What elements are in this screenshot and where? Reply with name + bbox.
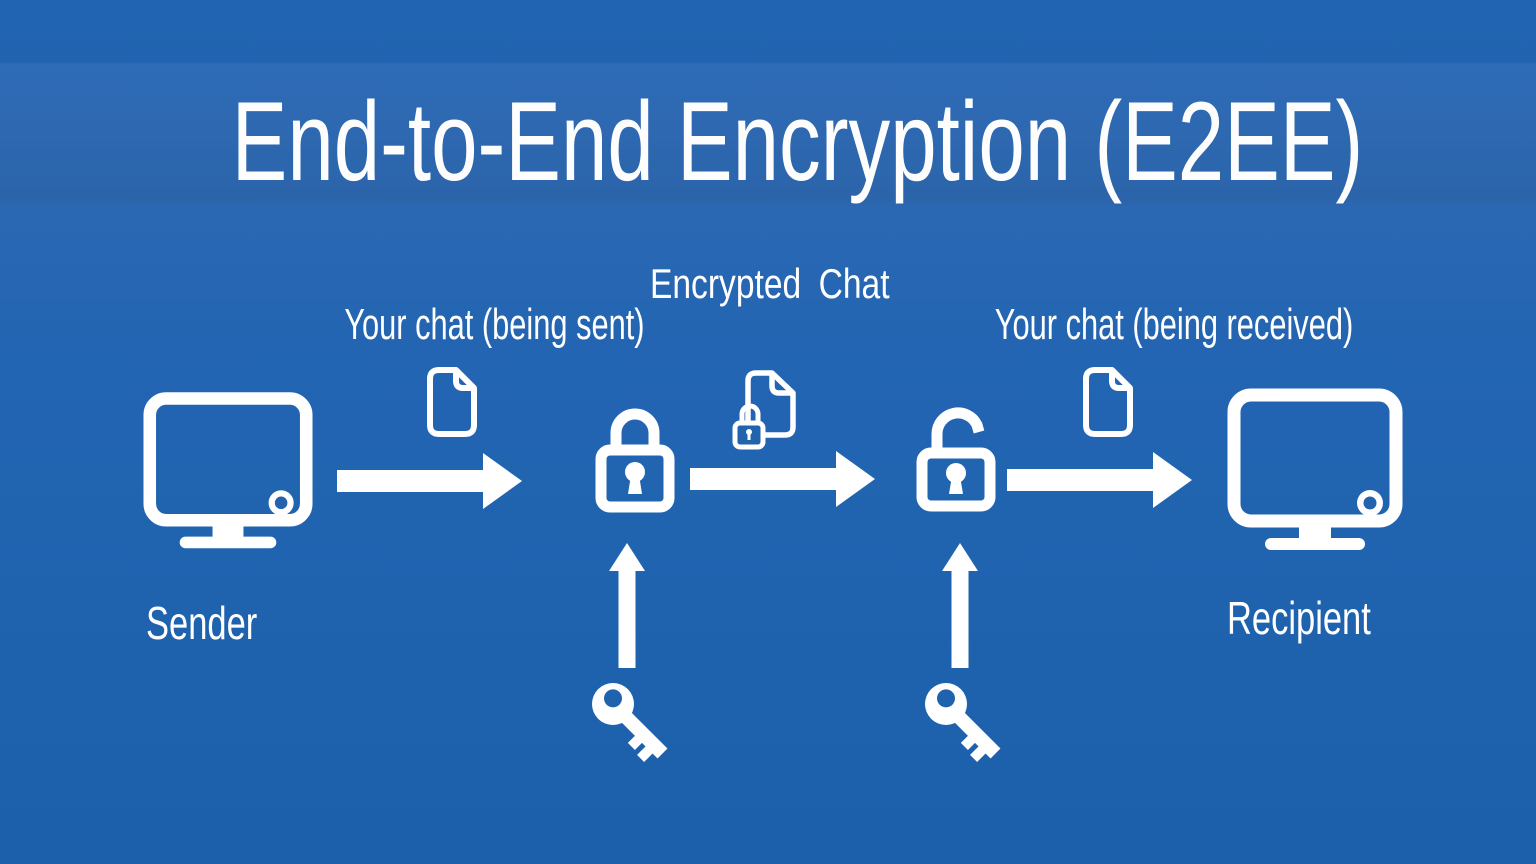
page-title-text: End-to-End Encryption (E2EE) [231,79,1364,204]
chat-sent-label: Your chat (being sent) [344,300,645,349]
open-padlock-icon [915,392,1003,512]
arrow-up-icon [609,543,645,668]
arrow-right-icon [1007,452,1192,508]
key-icon [918,678,1002,772]
closed-padlock-icon [594,400,676,513]
arrow-up-icon [942,543,978,668]
sender-label: Sender [146,597,258,649]
key-icon [585,678,669,772]
arrow-right-icon [337,453,522,509]
encrypted-document-icon [728,366,800,452]
chat-received-label: Your chat (being received) [994,300,1354,349]
recipient-label: Recipient [1227,592,1371,644]
recipient-computer-icon [1227,388,1403,550]
arrow-right-icon [690,451,875,507]
page-title: End-to-End Encryption (E2EE) [0,86,1536,198]
document-sent-icon [426,366,478,438]
sender-computer-icon [143,390,313,550]
encrypted-chat-label: Encrypted Chat [650,260,890,307]
document-received-icon [1082,366,1134,438]
